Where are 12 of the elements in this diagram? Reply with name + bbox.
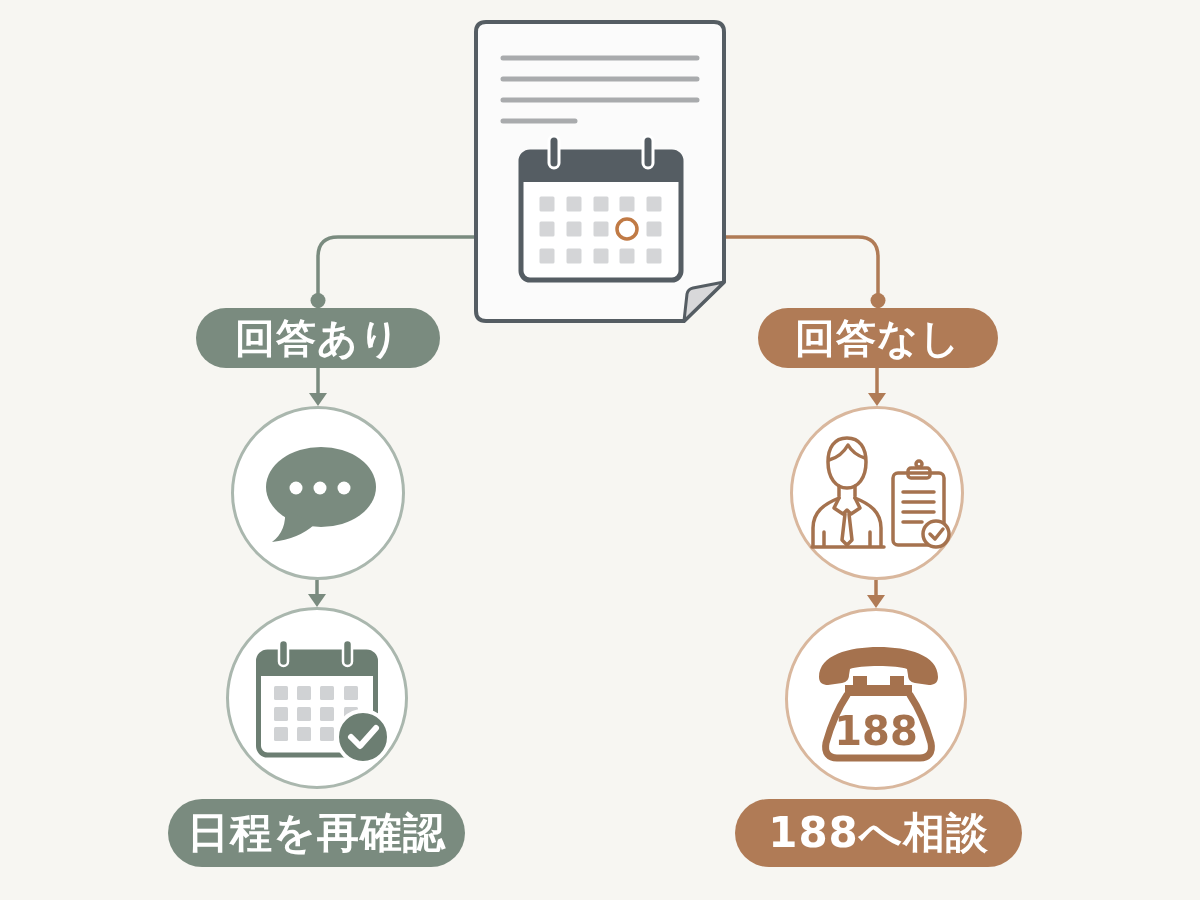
arrow	[867, 580, 885, 608]
arrow	[308, 580, 326, 607]
arrow	[868, 368, 886, 406]
pill-label: 回答なし	[758, 308, 998, 368]
document-illustration	[474, 20, 726, 323]
pill-label: 日程を再確認	[168, 799, 465, 867]
pill-label: 188へ相談	[735, 799, 1022, 867]
arrow	[309, 368, 327, 406]
pill-label: 回答あり	[196, 308, 440, 368]
phone-number: 188	[834, 711, 918, 751]
connector	[726, 235, 886, 308]
connector	[310, 235, 474, 308]
